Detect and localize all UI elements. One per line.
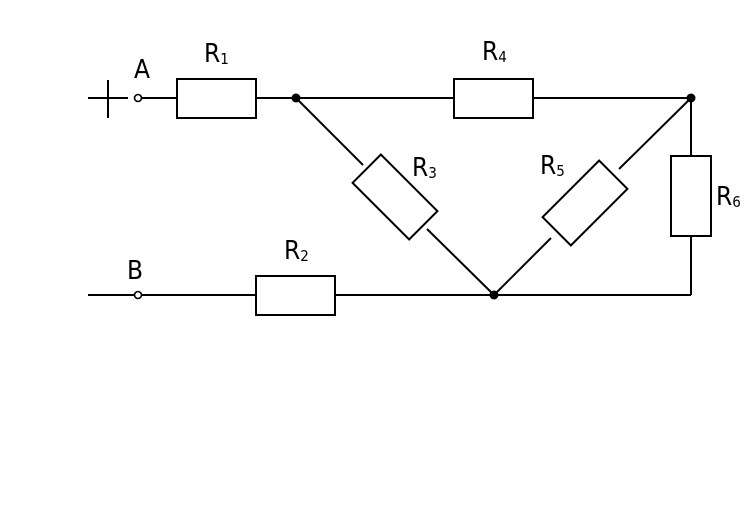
junction-node-top-left <box>291 93 301 103</box>
resistor-r5 <box>541 159 629 247</box>
terminal-b-label: B <box>127 256 143 286</box>
wire-r3-to-node <box>426 228 495 296</box>
resistor-r4-label: R4 <box>482 37 507 67</box>
resistor-r1-label: R1 <box>204 39 229 69</box>
wire-node-to-r5 <box>618 97 692 170</box>
resistor-r3-label: R3 <box>412 153 437 183</box>
junction-node-bottom <box>489 290 499 300</box>
resistor-r2 <box>255 275 336 316</box>
plus-sign-icon <box>88 80 128 118</box>
resistor-r3 <box>351 153 439 241</box>
resistor-r1 <box>176 78 257 119</box>
junction-node-top-right <box>686 93 696 103</box>
resistor-r6 <box>670 155 712 237</box>
terminal-a <box>133 93 143 103</box>
terminal-a-label: A <box>134 55 150 85</box>
resistor-r6-label: R6 <box>716 182 741 212</box>
wire-node-to-r3 <box>295 97 364 166</box>
resistor-r4 <box>453 78 534 119</box>
terminal-b <box>133 290 143 300</box>
resistor-r2-label: R2 <box>284 236 309 266</box>
resistor-r5-label: R5 <box>540 151 565 181</box>
wire-r5-to-node <box>493 237 552 296</box>
